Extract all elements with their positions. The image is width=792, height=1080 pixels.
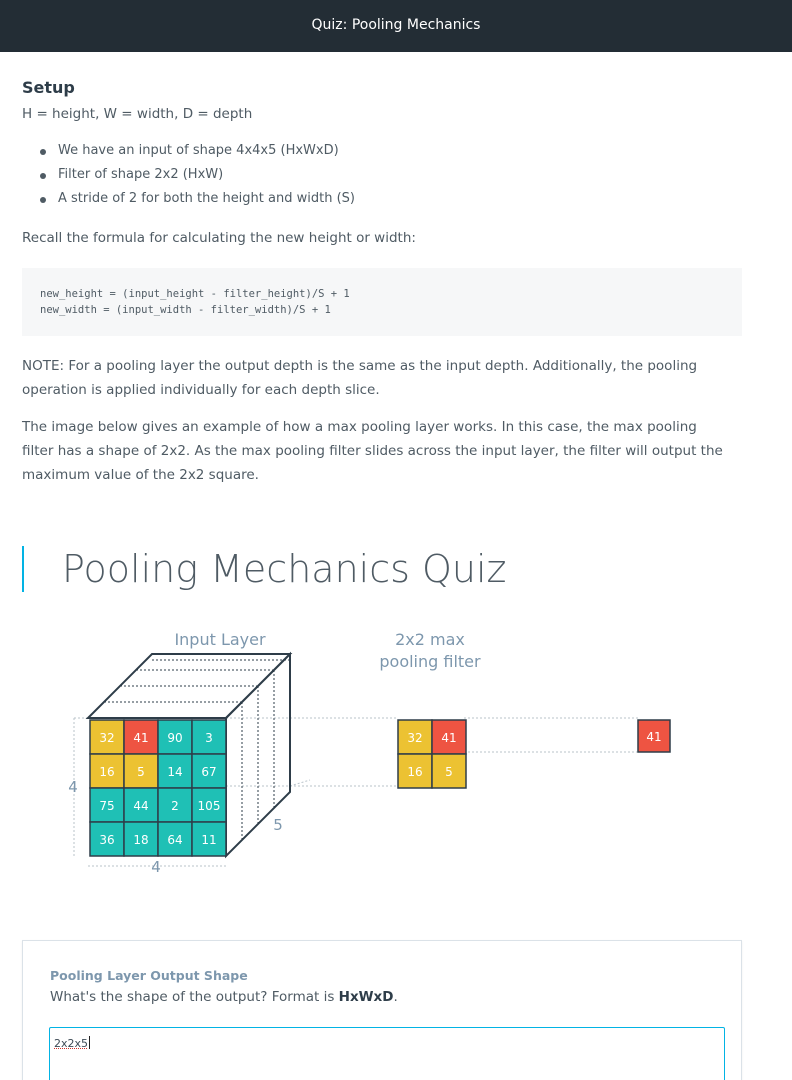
question-label: Pooling Layer Output Shape: [50, 968, 248, 983]
grid-cell-value: 41: [133, 731, 148, 745]
grid-cell-value: 36: [99, 833, 114, 847]
output-value: 41: [646, 730, 661, 744]
grid-cell-value: 32: [407, 731, 422, 745]
code-block: new_height = (input_height - filter_heig…: [22, 268, 742, 336]
grid-cell-value: 90: [167, 731, 182, 745]
depth-dimension-label: 5: [273, 816, 283, 834]
grid-cell-value: 41: [441, 731, 456, 745]
grid-cell-value: 2: [171, 799, 179, 813]
list-item: Filter of shape 2x2 (HxW): [58, 167, 355, 191]
setup-heading: Setup: [22, 78, 75, 97]
filter-label-line-1: 2x2 max: [395, 630, 465, 649]
answer-value: 2x2x5: [54, 1037, 88, 1050]
grid-cell-value: 67: [201, 765, 216, 779]
list-item: We have an input of shape 4x4x5 (HxWxD): [58, 143, 355, 167]
explanation-paragraph: The image below gives an example of how …: [22, 415, 732, 487]
question-text: What's the shape of the output? Format i…: [50, 989, 398, 1005]
grid-cell-value: 75: [99, 799, 114, 813]
answer-input[interactable]: 2x2x5: [49, 1027, 725, 1080]
height-dimension-label: 4: [68, 778, 78, 796]
grid-cell-value: 32: [99, 731, 114, 745]
grid-cell-value: 64: [167, 833, 182, 847]
setup-bullet-list: We have an input of shape 4x4x5 (HxWxD) …: [58, 143, 355, 215]
grid-cell-value: 3: [205, 731, 213, 745]
note-paragraph: NOTE: For a pooling layer the output dep…: [22, 354, 732, 402]
question-format: HxWxD: [339, 989, 394, 1005]
code-line-width: new_width = (input_width - filter_width)…: [40, 304, 331, 316]
filter-grid: 32 41 16 5: [398, 720, 466, 788]
grid-cell-value: 5: [137, 765, 145, 779]
question-prefix: What's the shape of the output? Format i…: [50, 989, 339, 1005]
grid-cell-value: 11: [201, 833, 216, 847]
grid-cell-value: 16: [407, 765, 422, 779]
width-dimension-label: 4: [151, 858, 161, 876]
top-bar: Quiz: Pooling Mechanics: [0, 0, 792, 52]
grid-cell-value: 18: [133, 833, 148, 847]
grid-cell-value: 5: [445, 765, 453, 779]
grid-cell-value: 16: [99, 765, 114, 779]
setup-description: H = height, W = width, D = depth: [22, 106, 252, 122]
grid-cell-value: 44: [133, 799, 148, 813]
filter-label-line-2: pooling filter: [379, 652, 481, 671]
quiz-card: Pooling Layer Output Shape What's the sh…: [22, 940, 742, 1080]
quiz-heading: Pooling Mechanics Quiz: [22, 546, 506, 592]
recall-text: Recall the formula for calculating the n…: [22, 230, 416, 246]
code-line-height: new_height = (input_height - filter_heig…: [40, 288, 350, 300]
grid-cell-value: 105: [198, 799, 221, 813]
pooling-diagram: 324190316514677544210536186411 3241165 4…: [60, 620, 680, 890]
input-layer-label: Input Layer: [174, 630, 266, 649]
grid-cell-value: 14: [167, 765, 182, 779]
list-item: A stride of 2 for both the height and wi…: [58, 191, 355, 215]
text-caret: [89, 1036, 90, 1049]
input-grid: 32 41 90 3 16 5 14 67 75 44 2 105 36 18 64 11: [90, 720, 226, 856]
page-title: Quiz: Pooling Mechanics: [0, 17, 792, 33]
question-suffix: .: [393, 989, 397, 1005]
